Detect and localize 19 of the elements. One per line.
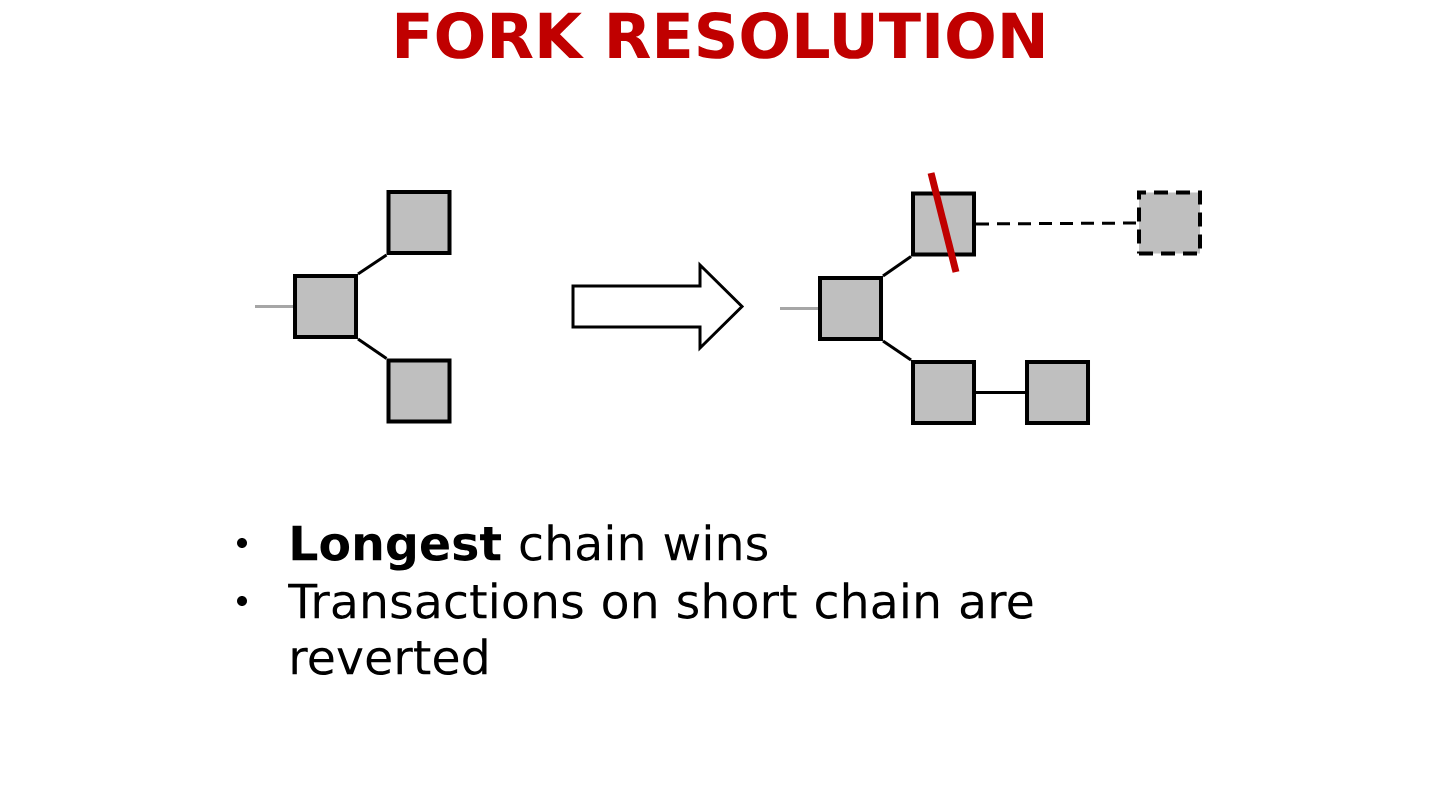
block-box	[911, 191, 976, 257]
connector-line	[976, 221, 1138, 226]
connector-line	[882, 255, 912, 278]
connector-line	[882, 339, 912, 362]
connector-line	[357, 337, 388, 360]
bullet-text: Longest chain wins	[292, 524, 768, 571]
connector-line	[780, 307, 818, 310]
dashed-block-box	[1137, 190, 1202, 256]
block-box	[386, 190, 452, 255]
block-box	[386, 358, 452, 424]
block-box	[293, 274, 358, 339]
block-box	[818, 276, 883, 341]
block-box	[911, 360, 976, 425]
connector-line	[976, 391, 1025, 394]
block-box	[1025, 360, 1090, 425]
connector-line	[255, 305, 293, 308]
connector-line	[357, 253, 388, 276]
title: FORK RESOLUTION	[396, 12, 1043, 59]
bullet-text: Transactions on short chain are reverted	[288, 582, 1033, 675]
